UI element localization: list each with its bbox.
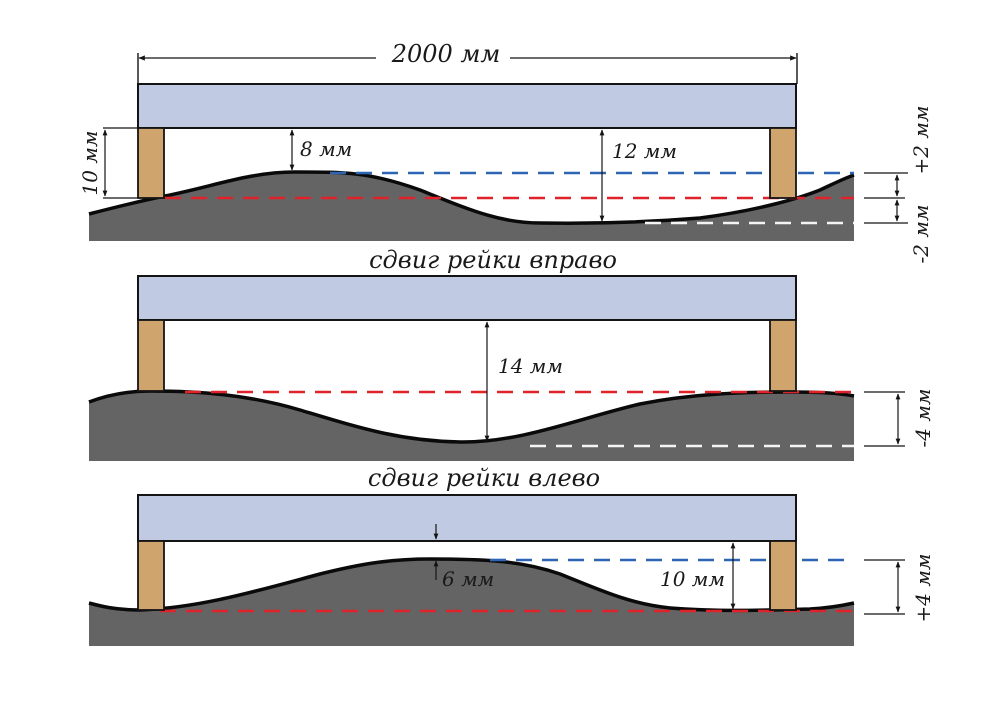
middle-title: сдвиг рейки вправо: [369, 246, 617, 274]
post-right-middle: [769, 319, 797, 392]
gap-left-label: 8 мм: [300, 137, 352, 161]
delta-label: -4 мм: [911, 388, 935, 447]
ground-surface-top: [88, 170, 855, 226]
post-left-bottom: [137, 540, 165, 611]
post-left-middle: [137, 319, 165, 392]
minus-2mm-label: -2 мм: [909, 204, 933, 263]
gap-left-label: 6 мм: [442, 567, 494, 591]
length-label: 2000 мм: [391, 40, 501, 68]
gap-right-label: 12 мм: [612, 139, 677, 163]
post-right-top: [769, 127, 797, 199]
gap-label: 14 мм: [498, 354, 563, 378]
ground-middle: [89, 391, 854, 461]
rail-middle: [137, 275, 797, 321]
panel-middle: сдвиг рейки вправо 14 мм -4 мм: [88, 246, 935, 461]
plus-2mm-label: +2 мм: [909, 105, 933, 174]
delta-label: +4 мм: [911, 553, 935, 622]
rail-top: [137, 83, 797, 129]
panel-top: 2000 мм 10 мм 8 мм 12 мм +2 мм -2 мм: [78, 40, 933, 264]
gap-right-label: 10 мм: [660, 567, 725, 591]
ground-top: [89, 172, 854, 241]
rail-bottom: [137, 494, 797, 542]
post-height-label: 10 мм: [78, 131, 102, 196]
ground-bottom: [89, 559, 854, 646]
bottom-title: сдвиг рейки влево: [368, 464, 600, 492]
panel-bottom: сдвиг рейки влево 6 мм 10 мм +4 мм: [88, 464, 935, 646]
post-left-top: [137, 127, 165, 199]
post-right-bottom: [769, 540, 797, 611]
